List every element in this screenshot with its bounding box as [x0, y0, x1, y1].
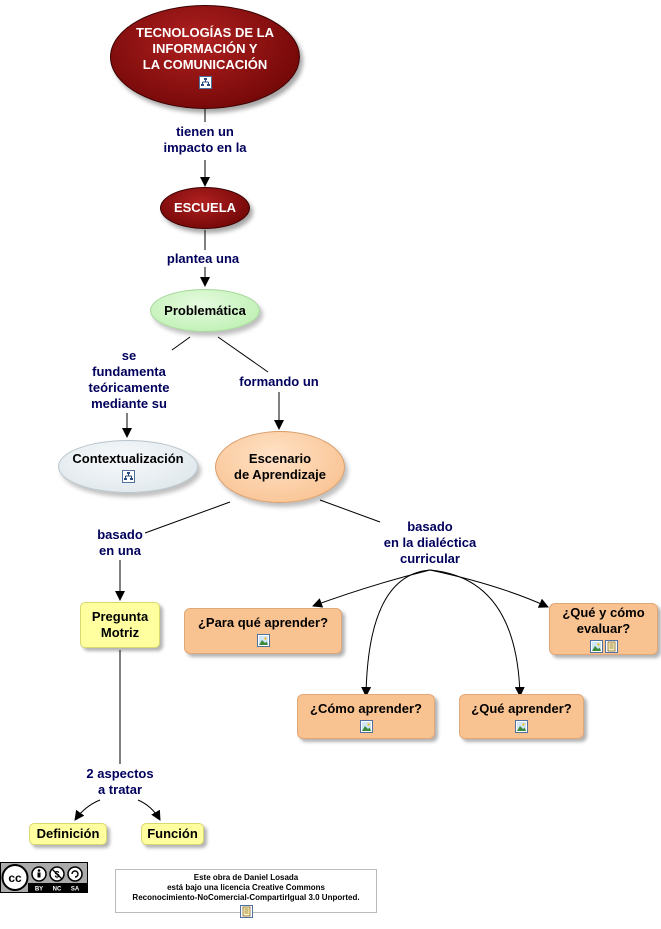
- image-icon[interactable]: [256, 634, 270, 647]
- node-escenario[interactable]: Escenario de Aprendizaje: [215, 431, 345, 503]
- node-funcion[interactable]: Función: [141, 823, 204, 845]
- link-basado-en-una: basado en una: [97, 527, 143, 559]
- node-escenario-label: Escenario de Aprendizaje: [234, 451, 326, 482]
- cc-sa-label: SA: [71, 887, 80, 893]
- node-tic[interactable]: TECNOLOGÍAS DE LA INFORMACIÓN Y LA COMUN…: [110, 5, 300, 109]
- node-que-aprender-label: ¿Qué aprender?: [471, 700, 572, 716]
- node-problematica-label: Problemática: [164, 302, 246, 318]
- node-tic-label: TECNOLOGÍAS DE LA INFORMACIÓN Y LA COMUN…: [136, 25, 274, 72]
- node-problematica[interactable]: Problemática: [150, 289, 260, 332]
- image-icon[interactable]: [359, 719, 373, 733]
- license-line-1: Este obra de Daniel Losada: [193, 873, 299, 882]
- creative-commons-badge[interactable]: cc $ BY NC SA: [0, 862, 88, 893]
- concept-map-icon[interactable]: [121, 469, 135, 483]
- license-line-3: Reconocimiento-NoComercial-CompartirIgua…: [132, 893, 360, 902]
- node-pregunta-motriz[interactable]: Pregunta Motriz: [80, 602, 160, 648]
- node-contextualizacion-label: Contextualización: [72, 450, 184, 466]
- node-pregunta-motriz-label: Pregunta Motriz: [91, 609, 149, 640]
- node-para-que[interactable]: ¿Para qué aprender?: [184, 608, 342, 654]
- link-tienen-impacto: tienen un impacto en la: [163, 124, 247, 156]
- document-icon[interactable]: [239, 905, 253, 918]
- license-notice: Este obra de Daniel Losada está bajo una…: [115, 869, 377, 918]
- node-contextualizacion[interactable]: Contextualización: [58, 440, 198, 493]
- node-como-aprender[interactable]: ¿Cómo aprender?: [297, 694, 435, 739]
- node-definicion[interactable]: Definición: [29, 823, 107, 845]
- link-se-fundamenta: se fundamenta teóricamente mediante su: [88, 348, 170, 412]
- cc-license-icon: cc $ BY NC SA: [1, 863, 87, 893]
- link-plantea-una: plantea una: [166, 251, 240, 267]
- link-basado-dialectica: basado en la dialéctica curricular: [383, 519, 477, 567]
- cc-by-label: BY: [35, 887, 43, 893]
- image-icon[interactable]: [589, 640, 603, 653]
- node-para-que-label: ¿Para qué aprender?: [197, 615, 329, 630]
- node-como-aprender-label: ¿Cómo aprender?: [310, 700, 422, 716]
- link-aspectos-tratar: 2 aspectos a tratar: [86, 766, 154, 798]
- concept-map-icon[interactable]: [198, 76, 212, 89]
- node-escuela-label: ESCUELA: [173, 200, 237, 215]
- node-que-aprender[interactable]: ¿Qué aprender?: [459, 694, 584, 739]
- link-formando-un: formando un: [239, 374, 319, 390]
- node-definicion-label: Definición: [36, 826, 100, 841]
- image-icon[interactable]: [515, 719, 528, 733]
- document-icon[interactable]: [604, 640, 618, 653]
- node-que-como-evaluar-label: ¿Qué y cómo evaluar?: [562, 605, 645, 636]
- node-que-como-evaluar[interactable]: ¿Qué y cómo evaluar?: [549, 603, 658, 655]
- node-funcion-label: Función: [147, 826, 198, 841]
- svg-text:cc: cc: [8, 871, 22, 885]
- license-line-2: está bajo una licencia Creative Commons: [167, 883, 325, 892]
- cc-nc-label: NC: [53, 887, 62, 893]
- node-escuela[interactable]: ESCUELA: [160, 187, 250, 229]
